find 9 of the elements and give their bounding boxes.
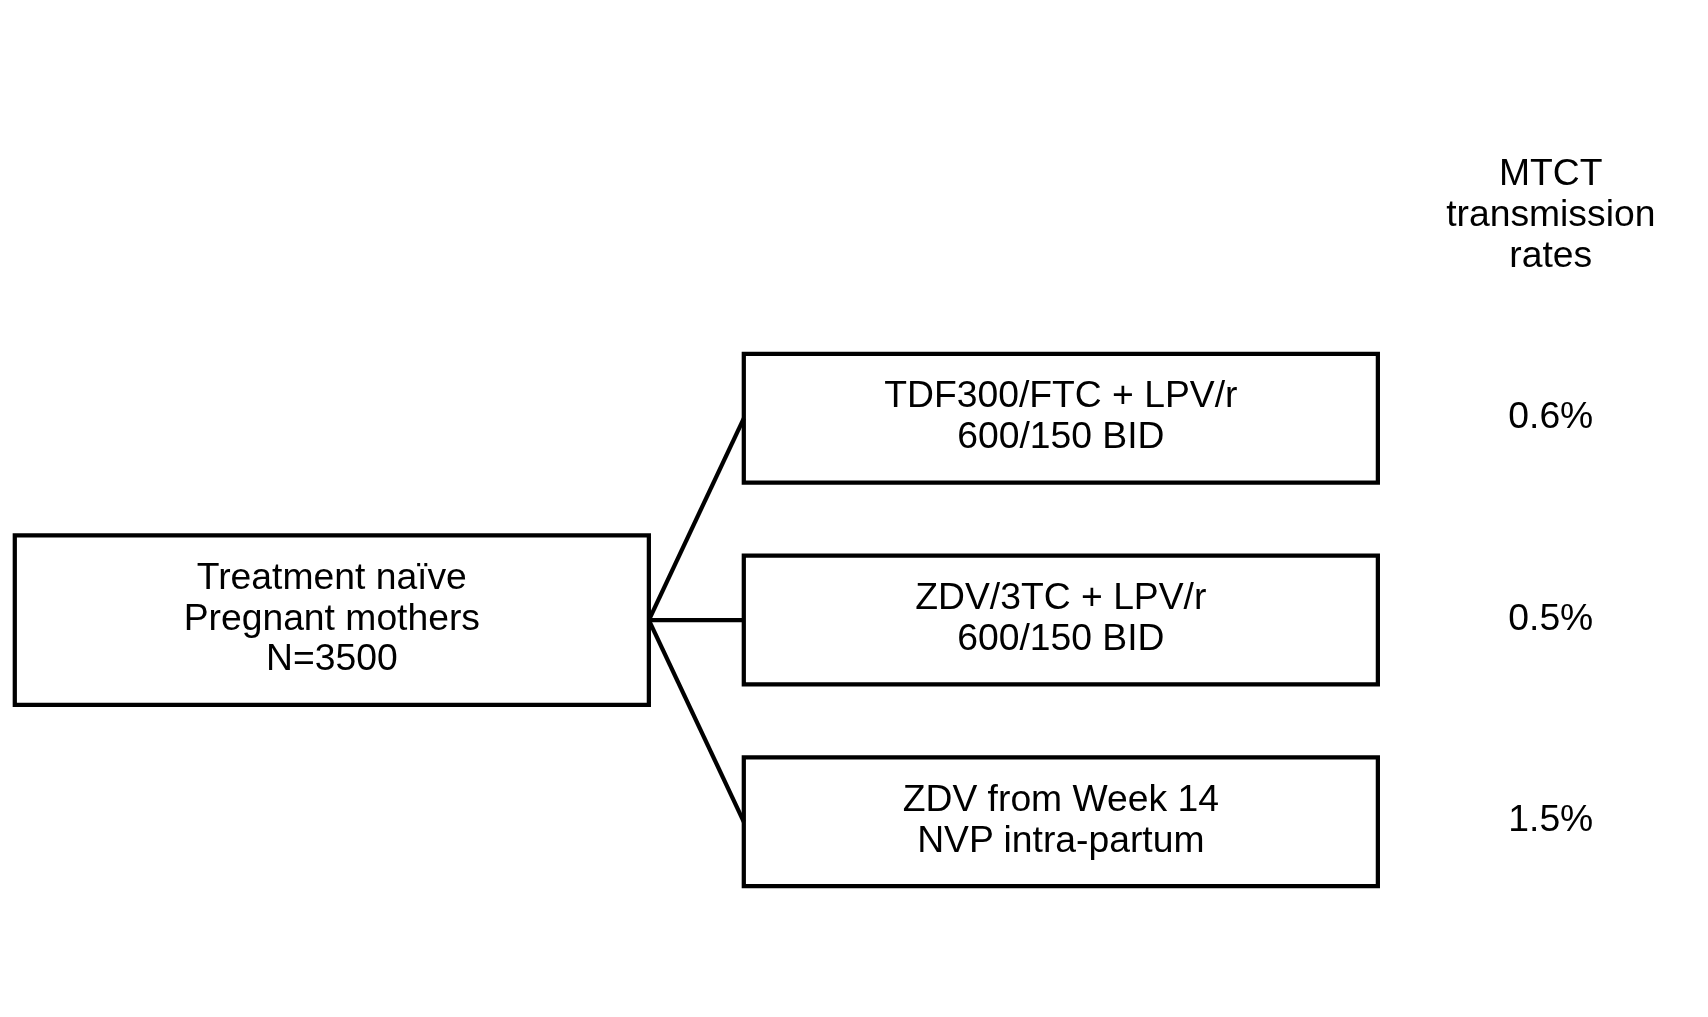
node-box: Treatment naïve Pregnant mothers N=3500 (12, 532, 651, 707)
node-box: ZDV from Week 14 NVP intra-partum (741, 754, 1380, 888)
node-label: 0.6% (1508, 393, 1594, 436)
connector (648, 617, 744, 622)
node-label: 0.5% (1508, 595, 1594, 638)
node-label: 1.5% (1508, 796, 1594, 839)
label: MTCT transmission rates (1446, 150, 1656, 275)
node-box: TDF300/FTC + LPV/r 600/150 BID (741, 351, 1380, 485)
node-box: ZDV/3TC + LPV/r 600/150 BID (741, 553, 1380, 687)
